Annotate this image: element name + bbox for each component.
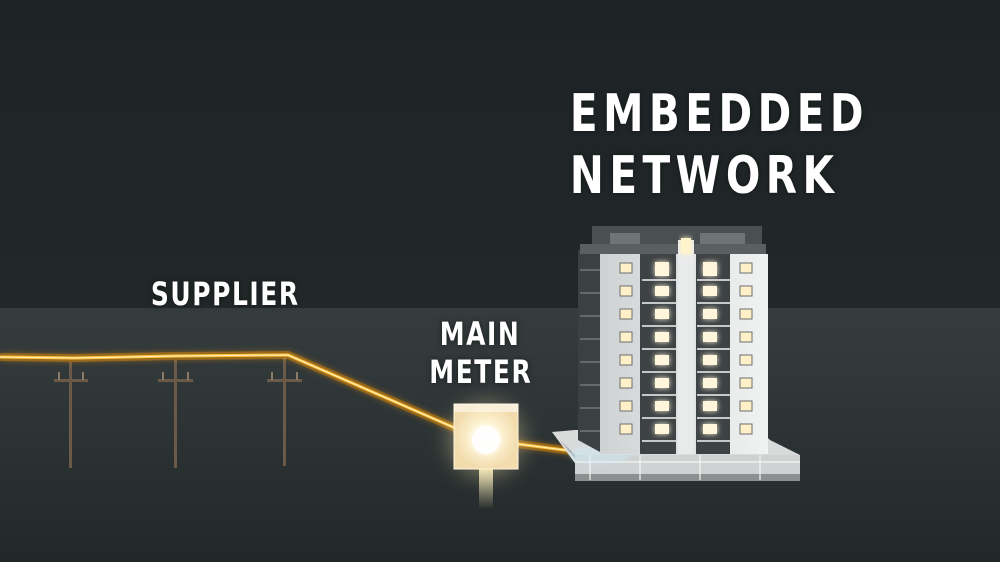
supplier-label: SUPPLIER — [150, 275, 300, 313]
main-meter-label: MAIN METER — [429, 318, 530, 394]
main-meter-label-line1: MAIN — [439, 315, 521, 353]
utility-pole-icon — [54, 362, 88, 468]
meter-box-icon — [448, 402, 524, 509]
main-meter-label-line2: METER — [429, 353, 533, 391]
embedded-network-label-line1: EMBEDDED — [569, 84, 870, 144]
utility-pole-icon — [158, 360, 193, 468]
embedded-network-label: EMBEDDED NETWORK — [569, 84, 870, 212]
apartment-building-icon — [552, 226, 800, 481]
utility-pole-icon — [267, 358, 302, 466]
embedded-network-label-line2: NETWORK — [569, 146, 840, 206]
